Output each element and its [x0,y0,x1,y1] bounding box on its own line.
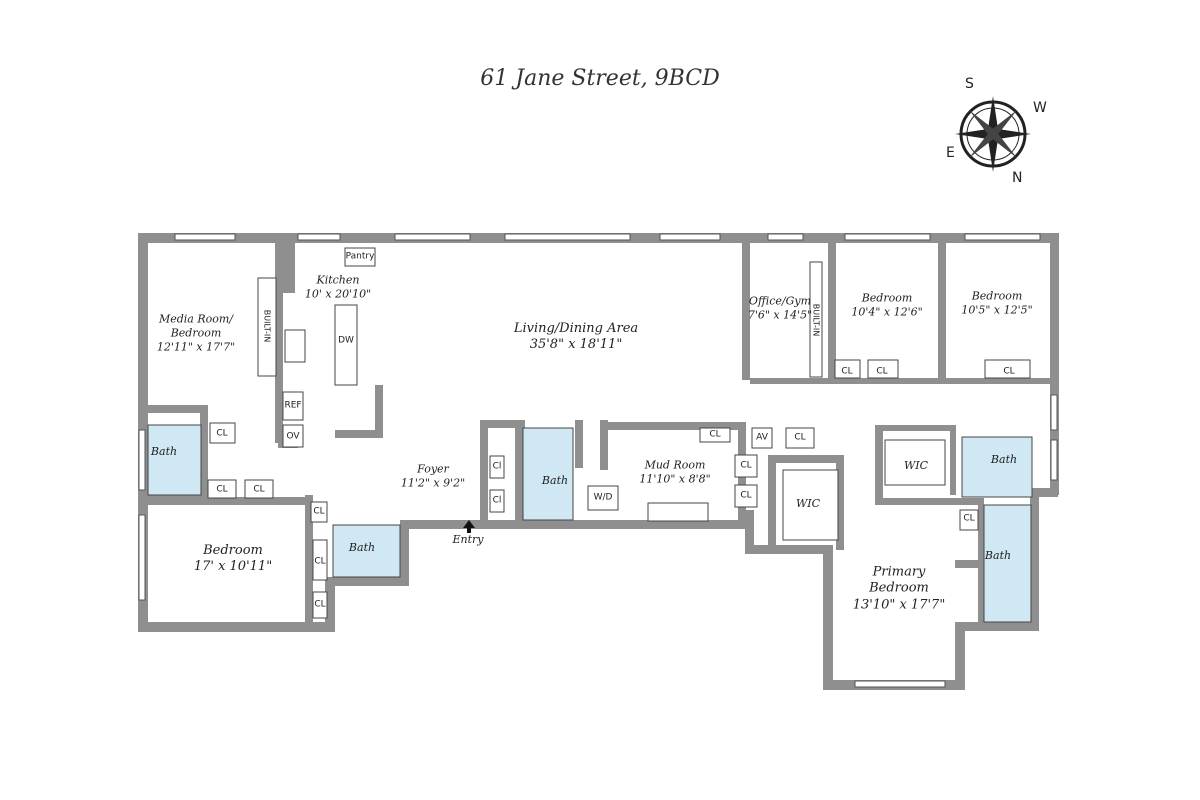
room-bedroom-1: Bedroom 17' x 10'11" [194,543,272,576]
room-bedroom-1-name: Bedroom [203,542,263,558]
room-primary-name-1: Primary [872,564,926,580]
room-office-dims: 7'6" x 14'5" [747,308,813,321]
room-media-dims: 12'11" x 17'7" [156,339,236,353]
entry-arrow-icon [463,520,475,533]
room-kitchen: Kitchen 10' x 20'10" [305,273,371,301]
label-cl-7: Cl [492,461,502,472]
room-living-name: Living/Dining Area [513,320,639,336]
label-cl-2: CL [216,484,228,495]
compass-n-label: N [1012,170,1023,186]
bath-fills [147,424,1033,623]
label-cl-4: CL [313,506,325,517]
label-cl-1: CL [216,428,228,439]
room-media-name-1: Media Room/ [158,312,234,326]
label-bath-media: Bath [150,445,178,459]
label-cl-8: Cl [492,495,502,506]
label-cl-9: CL [709,429,721,440]
room-bedroom-3-dims: 10'5" x 12'5" [961,303,1033,316]
room-primary-name-2: Bedroom [869,580,929,596]
label-cl-6: CL [314,599,326,610]
fixtures [207,247,1031,619]
label-cl-16: CL [963,513,975,524]
label-bath-bedroom3: Bath [990,453,1018,467]
label-cl-11: CL [740,490,752,501]
label-bath-bedroom1: Bath [348,541,376,555]
compass-icon [955,96,1031,172]
room-kitchen-dims: 10' x 20'10" [304,287,372,300]
plan-title: 61 Jane Street, 9BCD [480,66,720,91]
windows [138,233,1058,688]
label-wic-1: WIC [903,459,929,473]
room-kitchen-name: Kitchen [316,273,360,287]
room-bedroom-3-name: Bedroom [971,289,1023,303]
room-primary: Primary Bedroom 13'10" x 17'7" [853,565,946,614]
label-entry: Entry [452,533,484,547]
label-cl-13: CL [841,366,853,377]
label-built-in-media: BUILT-IN [262,309,272,343]
room-foyer: Foyer 11'2" x 9'2" [401,462,465,490]
compass-w-label: W [1033,100,1047,116]
room-mud-name: Mud Room [644,458,706,472]
label-ref: REF [284,400,302,411]
label-bath-primary: Bath [984,549,1012,563]
label-pantry: Pantry [345,251,375,262]
room-office-name: Office/Gym [748,294,812,308]
room-bedroom-1-dims: 17' x 10'11" [193,559,273,574]
room-media-name-2: Bedroom [170,326,222,340]
label-built-in-office: BUILT-IN [811,303,821,337]
label-bath-foyer: Bath [541,474,569,488]
room-primary-dims: 13'10" x 17'7" [852,597,946,613]
room-bedroom-2: Bedroom 10'4" x 12'6" [851,291,922,319]
label-cl-14: CL [876,366,888,377]
label-cl-3: CL [253,484,265,495]
label-wd: W/D [593,492,613,503]
room-bedroom-2-name: Bedroom [861,291,913,305]
room-mud: Mud Room 11'10" x 8'8" [639,458,710,486]
compass-s-label: S [965,76,974,92]
compass-e-label: E [946,145,955,161]
label-cl-12: CL [794,432,806,443]
label-av: AV [756,432,768,443]
room-bedroom-3: Bedroom 10'5" x 12'5" [961,289,1032,317]
label-cl-5: CL [314,556,326,567]
room-foyer-dims: 11'2" x 9'2" [400,476,466,489]
label-dw: DW [338,335,354,346]
label-wic-2: WIC [795,497,821,511]
room-office: Office/Gym 7'6" x 14'5" [748,294,812,322]
label-ov: OV [286,431,300,442]
room-living: Living/Dining Area 35'8" x 18'11" [514,321,638,354]
label-cl-15: CL [1003,366,1015,377]
room-living-dims: 35'8" x 18'11" [529,337,623,352]
room-media: Media Room/ Bedroom 12'11" x 17'7" [157,312,235,353]
room-foyer-name: Foyer [417,462,449,476]
room-mud-dims: 11'10" x 8'8" [639,472,711,485]
room-bedroom-2-dims: 10'4" x 12'6" [851,305,923,318]
label-cl-10: CL [740,460,752,471]
